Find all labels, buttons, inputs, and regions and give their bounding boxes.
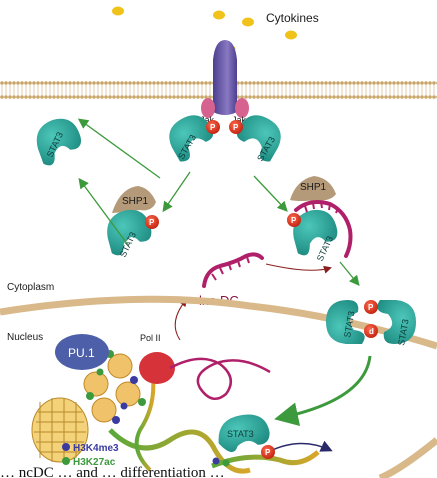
- phospho-circle: [145, 215, 159, 229]
- phospho-circle: [229, 120, 243, 134]
- h3k27ac-dot: [62, 457, 70, 465]
- stat3-dimer-left-label: STAT3: [342, 310, 356, 338]
- phospho-label-d: d: [369, 327, 374, 336]
- arrow-to-dimer: [339, 261, 360, 287]
- stat3-nuclear: [218, 414, 270, 453]
- h3k4me3-label: H3K4me3: [73, 443, 119, 454]
- stat3-dimer-left: [326, 300, 365, 344]
- nucleus-label: Nucleus: [7, 332, 43, 343]
- stat3-dimer-right: [377, 300, 416, 344]
- phospho-circle: [261, 445, 275, 459]
- shp1-left: [112, 186, 156, 213]
- shp1-right-label: SHP1: [300, 182, 327, 193]
- h3k27ac-label: H3K27ac: [73, 457, 116, 468]
- arrow-nuclear-import: [274, 355, 372, 427]
- stat3-dimer-right-label: STAT3: [396, 318, 410, 346]
- cropped-caption-text: … ncDC … and … differentiation …: [0, 466, 225, 478]
- shp1-right: [290, 176, 336, 201]
- arrow-transcription: [267, 440, 333, 453]
- cytoplasm-label: Cytoplasm: [7, 282, 54, 293]
- dna-target: [211, 450, 320, 469]
- cytokine-dot: [285, 30, 297, 40]
- stat3-shp1-right-label: STAT3: [315, 234, 335, 262]
- histone-mark: [222, 459, 230, 467]
- stat3-nuclear-label: STAT3: [227, 429, 254, 439]
- cytokine-dots: [112, 6, 297, 53]
- stat3-free: [36, 118, 81, 166]
- lnc-dc-bound-strand: [294, 200, 353, 258]
- arrow-to-shp1-right: [253, 175, 288, 212]
- pu1-label: PU.1: [68, 346, 95, 360]
- phospho-label: P: [149, 218, 155, 227]
- phospho-label: P: [291, 216, 297, 225]
- phospho-label: P: [265, 448, 271, 457]
- arrow-to-shp1-left: [162, 171, 191, 213]
- nascent-lnc-dc-transcript: [169, 357, 271, 401]
- h3k4me3-dot: [62, 443, 70, 451]
- pu1-protein: [55, 334, 109, 370]
- stat3-receptor-left: [169, 115, 214, 162]
- histone-mark: [212, 457, 220, 465]
- stat3-shp1-left: [107, 209, 152, 256]
- cytokines-label: Cytokines: [266, 11, 319, 25]
- phospho-label: P: [233, 123, 239, 132]
- phospho-circle: [364, 300, 378, 314]
- chromatin-fiber: [31, 397, 89, 463]
- shp1-left-label: SHP1: [122, 196, 149, 207]
- pol2-label: Pol II: [140, 333, 161, 343]
- stat3-receptor-right: [236, 115, 281, 162]
- phospho-label: P: [210, 123, 216, 132]
- cytokine-dot: [112, 6, 124, 16]
- nuclear-envelope-lower: [378, 437, 437, 478]
- lnc-dc-free: [202, 252, 264, 288]
- phospho-label: P: [368, 303, 374, 312]
- jak-label-right: Jak: [232, 115, 247, 125]
- lnc-dc-bound-ticks: [304, 201, 339, 214]
- phospho-circle: [364, 324, 378, 338]
- cytokine-dot: [213, 10, 225, 20]
- arrow-dissociation: [77, 118, 161, 179]
- phospho-circle: [287, 213, 301, 227]
- nucleosome-cluster: [82, 350, 146, 424]
- arrow-lnc-to-stat3: [265, 263, 332, 274]
- arrow-transcription-to-lnc: [174, 298, 188, 341]
- stat3-shp1-right: [293, 209, 338, 256]
- arrow-dephosphorylation: [78, 177, 129, 246]
- cytokine-receptor: [201, 40, 249, 118]
- cytokine-dot: [242, 17, 254, 27]
- pol2-protein: [139, 352, 175, 384]
- jak-label-left: Jak: [200, 115, 215, 125]
- phospho-circle: [206, 120, 220, 134]
